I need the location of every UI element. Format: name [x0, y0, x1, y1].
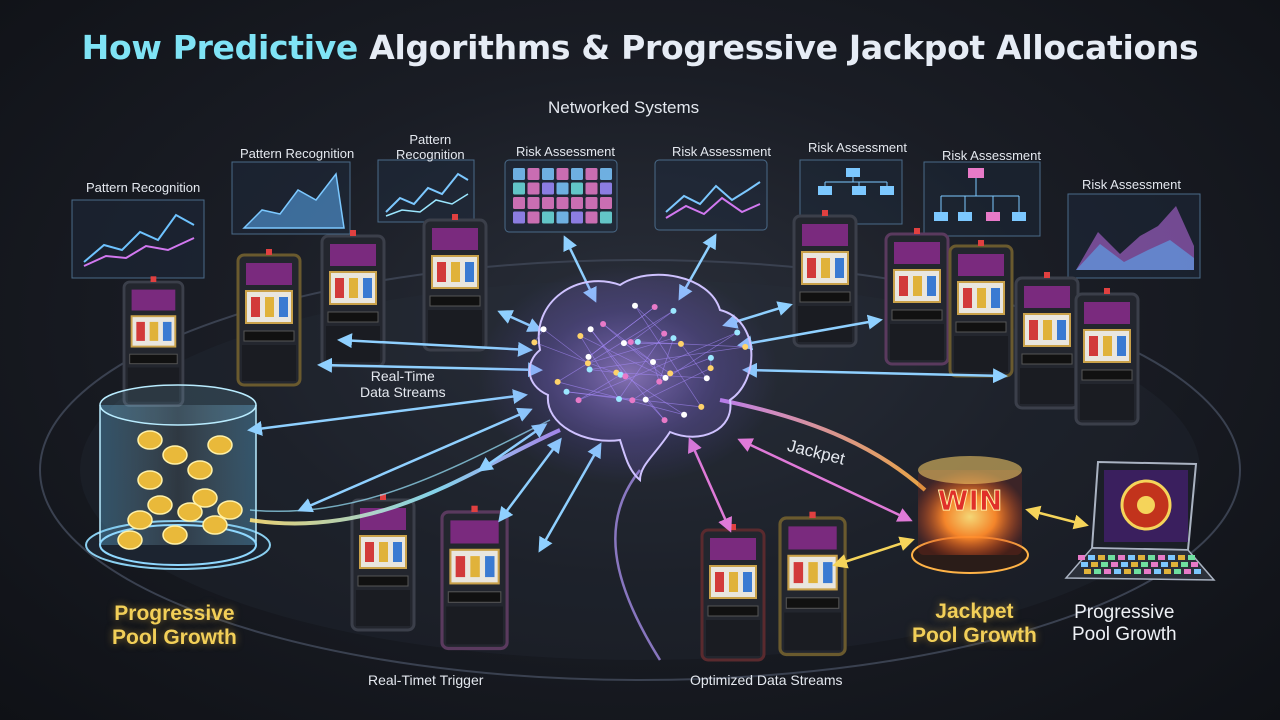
gold-coin-icon: [207, 435, 233, 455]
win-text: WIN: [938, 484, 1003, 517]
data-flow-arrow: [737, 438, 913, 522]
slot-machine-icon: [350, 494, 416, 632]
panel-risk-2: [654, 159, 768, 231]
panel-risk-1: [504, 159, 618, 233]
panel-pattern-3: [377, 159, 475, 223]
progressive-pool-label-right: Progressive Pool Growth: [1072, 602, 1177, 645]
panel-label-pattern-1: Pattern Recognition: [86, 180, 201, 195]
slot-machine-icon: [122, 276, 185, 407]
panel-risk-5: [1067, 193, 1201, 279]
gold-coin-icon: [192, 488, 218, 508]
slot-machine-icon: [320, 230, 386, 368]
slot-machine-icon: [884, 228, 950, 366]
jackpot-win-pod: WIN: [911, 456, 1029, 574]
payout-arrow: [1025, 505, 1089, 530]
slot-machine-icon: [1074, 288, 1140, 426]
gold-coin-icon: [162, 445, 188, 465]
slot-machine-icon: [422, 214, 488, 352]
gold-coin-icon: [177, 502, 203, 522]
title-highlight: How Predictive: [81, 28, 359, 67]
gold-coin-icon: [117, 530, 143, 550]
gold-coin-icon: [137, 430, 163, 450]
gold-coin-icon: [127, 510, 153, 530]
panel-label-risk-3: Risk Assessment: [808, 140, 907, 155]
networked-systems-label: Networked Systems: [548, 98, 700, 117]
gold-coin-icon: [137, 470, 163, 490]
slot-machine-icon: [948, 240, 1014, 378]
trigger-label: Real-Timet Trigger: [368, 672, 484, 688]
slot-machine-icon: [778, 511, 847, 657]
slot-machine-icon: [700, 524, 766, 662]
panel-label-pattern-2: Pattern Recognition: [240, 146, 355, 161]
gold-coin-icon: [202, 515, 228, 535]
panel-risk-3: [799, 159, 903, 225]
data-flow-arrow: [742, 362, 1008, 384]
gold-coin-icon: [162, 525, 188, 545]
realtime-streams-label: Real-Time Data Streams: [360, 368, 446, 400]
progressive-pool-cylinder: [85, 384, 271, 570]
panel-label-risk-5: Risk Assessment: [1082, 177, 1181, 192]
jackpet-pool-label: Jackpet Pool Growth: [912, 600, 1037, 647]
ai-brain-icon: [478, 265, 778, 485]
slot-machine-icon: [236, 249, 302, 387]
slot-machine-icon: [440, 505, 509, 651]
progressive-pool-label-left: Progressive Pool Growth: [112, 602, 237, 649]
slot-machine-icon: [1014, 272, 1080, 410]
panel-pattern-2: [231, 161, 351, 235]
gold-coin-icon: [147, 495, 173, 515]
panel-risk-4: [923, 161, 1041, 237]
panel-label-risk-4: Risk Assessment: [942, 148, 1041, 163]
panel-label-pattern-3: Pattern Recognition: [396, 132, 465, 162]
gold-coin-icon: [217, 500, 243, 520]
page-title: How Predictive Algorithms & Progressive …: [0, 28, 1280, 67]
gold-coin-icon: [187, 460, 213, 480]
title-rest: Algorithms & Progressive Jackpot Allocat…: [369, 28, 1199, 67]
panel-label-risk-1: Risk Assessment: [516, 144, 615, 159]
payout-arrow: [832, 536, 915, 569]
floor-ring: [39, 259, 1241, 681]
panel-label-risk-2: Risk Assessment: [672, 144, 771, 159]
laptop-icon: [1064, 460, 1216, 581]
optimized-streams-label: Optimized Data Streams: [690, 672, 843, 688]
panel-pattern-1: [71, 199, 205, 279]
